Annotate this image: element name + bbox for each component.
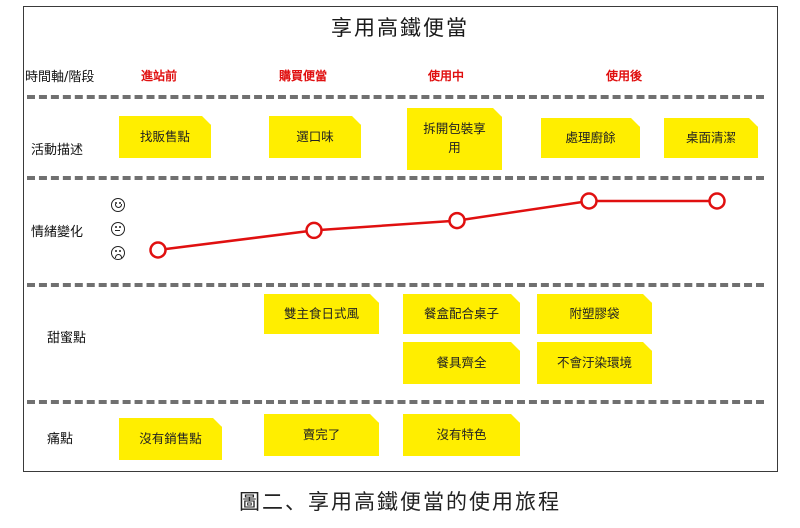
activity-note: 找販售點 — [119, 116, 211, 158]
phase-purchase: 購買便當 — [279, 69, 328, 83]
phase-after-use: 使用後 — [606, 69, 643, 83]
figure-caption: 圖二、享用高鐵便當的使用旅程 — [239, 490, 561, 514]
gain-note: 附塑膠袋 — [537, 294, 652, 334]
activity-note: 處理廚餘 — [541, 118, 640, 158]
gain-note: 不會汙染環境 — [537, 342, 652, 384]
phase-pre-station: 進站前 — [141, 69, 178, 83]
divider — [27, 400, 764, 404]
activity-note: 桌面清潔 — [664, 118, 758, 158]
row-label-activity: 活動描述 — [31, 143, 84, 158]
smiley-icon — [111, 198, 125, 212]
pain-note: 沒有銷售點 — [119, 418, 222, 460]
gain-note: 雙主食日式風 — [264, 294, 379, 334]
journey-map-frame — [23, 6, 778, 472]
row-label-gain: 甜蜜點 — [47, 331, 87, 346]
diagram-title: 享用高鐵便當 — [331, 16, 469, 40]
emotion-point — [708, 192, 726, 210]
neutral-face-icon — [111, 222, 125, 236]
divider — [27, 95, 764, 99]
frown-icon — [111, 246, 125, 260]
pain-note: 賣完了 — [264, 414, 379, 456]
activity-note: 拆開包裝享用 — [407, 108, 502, 170]
timeline-header-label: 時間軸/階段 — [25, 70, 95, 85]
pain-note: 沒有特色 — [403, 414, 520, 456]
row-label-pain: 痛點 — [47, 432, 74, 447]
row-label-emotion: 情緒變化 — [31, 225, 84, 240]
gain-note: 餐具齊全 — [403, 342, 520, 384]
emotion-point — [305, 221, 323, 240]
emotion-line — [157, 199, 717, 252]
emotion-point — [149, 241, 167, 259]
gain-note: 餐盒配合桌子 — [403, 294, 520, 334]
activity-note: 選口味 — [269, 116, 361, 158]
divider — [27, 283, 764, 287]
emotion-point — [580, 192, 598, 210]
divider — [27, 176, 764, 180]
emotion-point — [448, 211, 466, 230]
phase-in-use: 使用中 — [428, 69, 465, 83]
